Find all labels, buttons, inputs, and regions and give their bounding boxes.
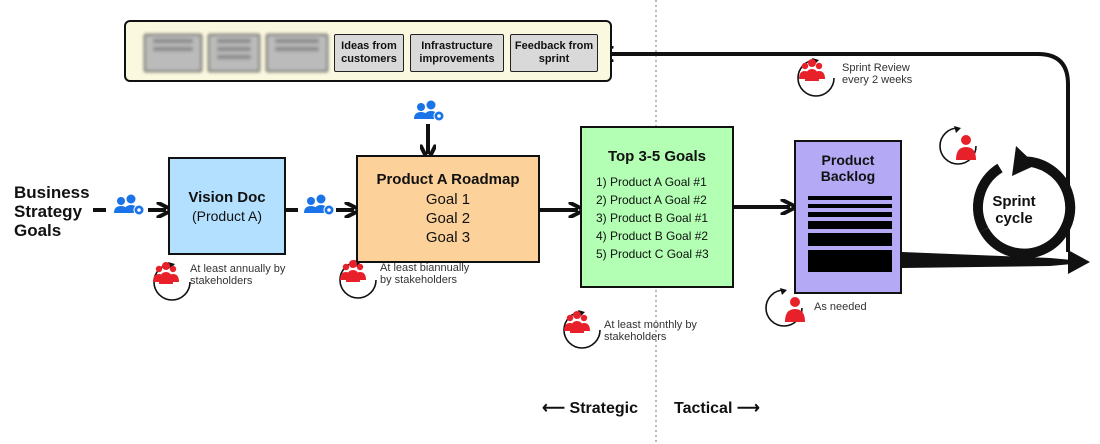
sprint-cycle-label: Sprint cycle bbox=[992, 193, 1036, 227]
roadmap-goal: Goal 2 bbox=[425, 210, 471, 227]
top-goal-item: 3) Product B Goal #1 bbox=[596, 211, 709, 225]
blurred-source-3 bbox=[266, 34, 328, 72]
top-goal-item: 2) Product A Goal #2 bbox=[596, 193, 707, 207]
person-icon bbox=[956, 135, 976, 160]
top-goal-item: 5) Product C Goal #3 bbox=[596, 247, 709, 261]
blurred-source-research bbox=[144, 34, 202, 72]
strategic-label: ⟵ Strategic bbox=[542, 400, 638, 417]
tactical-label: Tactical ⟶ bbox=[674, 400, 760, 417]
people-icon bbox=[564, 311, 590, 333]
gear-people-icon bbox=[304, 194, 335, 216]
vision-doc-subtitle: (Product A) bbox=[191, 207, 263, 224]
vision-doc-title: Vision Doc bbox=[188, 188, 266, 206]
top-goal-item: 1) Product A Goal #1 bbox=[596, 175, 707, 189]
source-ideas-from-customers: Ideas from customers bbox=[334, 34, 404, 72]
vision-doc-box: Vision Doc (Product A) bbox=[168, 157, 286, 255]
sprint-review-note: Sprint Review every 2 weeks bbox=[842, 62, 913, 86]
roadmap-title: Product A Roadmap bbox=[376, 171, 520, 188]
roadmap-goal: Goal 1 bbox=[425, 191, 471, 208]
backlog-title: Product Backlog bbox=[820, 152, 876, 184]
top-goals-title: Top 3-5 Goals bbox=[607, 148, 707, 165]
people-icon bbox=[799, 59, 825, 81]
top-goal-item: 4) Product B Goal #2 bbox=[596, 229, 709, 243]
people-icon bbox=[153, 262, 179, 284]
source-feedback-from-sprint: Feedback from sprint bbox=[510, 34, 598, 72]
source-label: Ideas from customers bbox=[341, 40, 397, 65]
person-icon bbox=[785, 297, 805, 322]
product-roadmap-box: Product A Roadmap Goal 1 Goal 2 Goal 3 bbox=[356, 155, 540, 263]
business-strategy-goals-label: Business Strategy Goals bbox=[14, 183, 90, 240]
blurred-source-2 bbox=[208, 34, 260, 72]
gear-people-icon bbox=[114, 194, 145, 216]
source-label: Feedback from sprint bbox=[514, 40, 594, 65]
people-icon bbox=[340, 260, 366, 282]
vision-review-note: At least annually by stakeholders bbox=[190, 263, 286, 287]
top-goals-review-note: At least monthly by stakeholders bbox=[604, 319, 697, 343]
backlog-items bbox=[808, 196, 892, 272]
input-sources-panel: Ideas from customers Infrastructure impr… bbox=[124, 20, 612, 82]
product-backlog-box: Product Backlog bbox=[794, 140, 902, 294]
source-infrastructure-improvements: Infrastructure improvements bbox=[410, 34, 504, 72]
gear-people-icon bbox=[414, 100, 445, 122]
top-goals-box: Top 3-5 Goals 1) Product A Goal #1 2) Pr… bbox=[580, 126, 734, 288]
roadmap-goal: Goal 3 bbox=[425, 229, 471, 246]
source-label: Infrastructure improvements bbox=[419, 40, 495, 65]
backlog-review-note: As needed bbox=[814, 301, 867, 313]
roadmap-review-note: At least biannually by stakeholders bbox=[380, 262, 470, 286]
